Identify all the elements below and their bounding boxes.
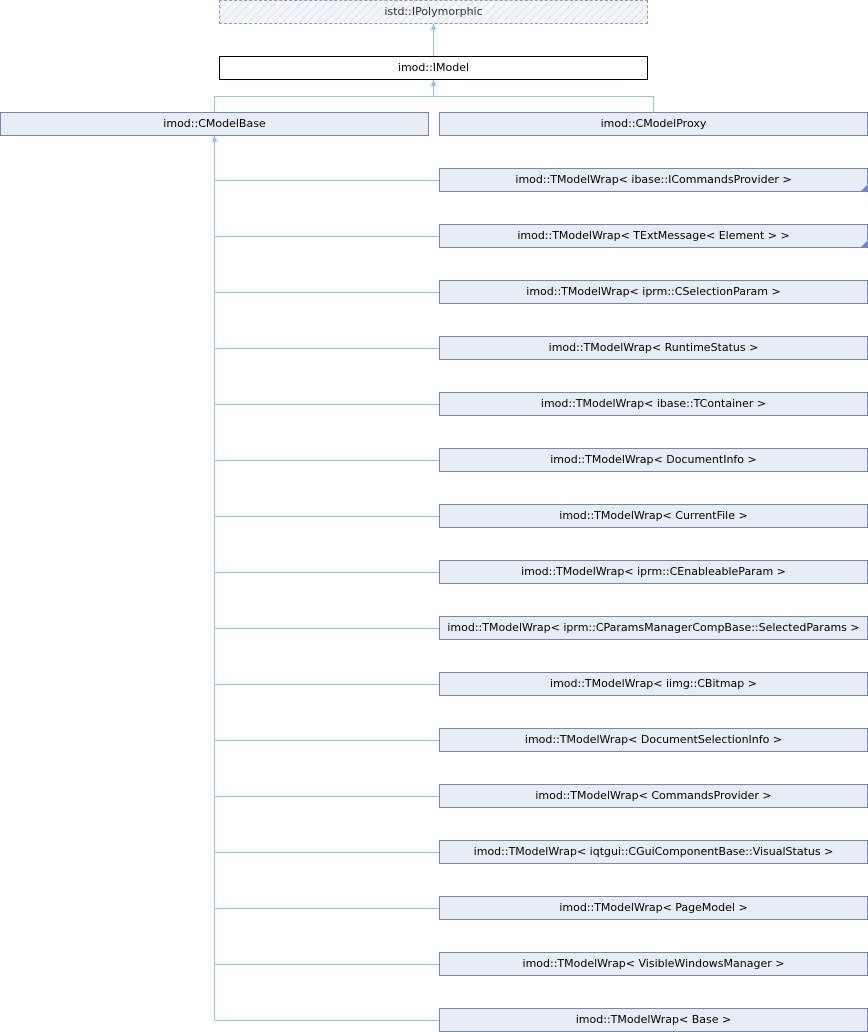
node-tmodelwrap-child[interactable]: imod::TModelWrap< PageModel > bbox=[439, 896, 868, 920]
node-tmodelwrap-child[interactable]: imod::TModelWrap< CommandsProvider > bbox=[439, 784, 868, 808]
node-label: imod::TModelWrap< VisibleWindowsManager … bbox=[522, 957, 785, 970]
node-istd-ipolymorphic[interactable]: istd::IPolymorphic bbox=[219, 0, 648, 24]
more-icon bbox=[861, 241, 867, 247]
node-tmodelwrap-child[interactable]: imod::TModelWrap< iprm::CEnableableParam… bbox=[439, 560, 868, 584]
node-label: imod::TModelWrap< CurrentFile > bbox=[559, 509, 748, 522]
node-tmodelwrap-child[interactable]: imod::TModelWrap< ibase::TContainer > bbox=[439, 392, 868, 416]
node-imod-imodel: imod::IModel bbox=[219, 56, 648, 80]
node-tmodelwrap-child[interactable]: imod::TModelWrap< DocumentInfo > bbox=[439, 448, 868, 472]
node-label: imod::TModelWrap< ibase::ICommandsProvid… bbox=[515, 173, 792, 186]
node-label: imod::TModelWrap< TExtMessage< Element >… bbox=[517, 229, 790, 242]
node-tmodelwrap-child[interactable]: imod::TModelWrap< iimg::CBitmap > bbox=[439, 672, 868, 696]
node-imod-cmodelproxy[interactable]: imod::CModelProxy bbox=[439, 112, 868, 136]
node-tmodelwrap-child[interactable]: imod::TModelWrap< iprm::CParamsManagerCo… bbox=[439, 616, 868, 640]
node-label: imod::TModelWrap< DocumentInfo > bbox=[550, 453, 757, 466]
node-tmodelwrap-child[interactable]: imod::TModelWrap< CurrentFile > bbox=[439, 504, 868, 528]
node-tmodelwrap-child[interactable]: imod::TModelWrap< DocumentSelectionInfo … bbox=[439, 728, 868, 752]
node-label: imod::TModelWrap< iimg::CBitmap > bbox=[550, 677, 757, 690]
node-tmodelwrap-child[interactable]: imod::TModelWrap< ibase::ICommandsProvid… bbox=[439, 168, 868, 192]
node-label: imod::TModelWrap< iprm::CSelectionParam … bbox=[526, 285, 781, 298]
node-tmodelwrap-child[interactable]: imod::TModelWrap< iqtgui::CGuiComponentB… bbox=[439, 840, 868, 864]
node-label: imod::TModelWrap< iprm::CParamsManagerCo… bbox=[447, 621, 860, 634]
node-label: imod::TModelWrap< CommandsProvider > bbox=[535, 789, 772, 802]
node-tmodelwrap-child[interactable]: imod::TModelWrap< VisibleWindowsManager … bbox=[439, 952, 868, 976]
arrow-icon bbox=[430, 24, 437, 30]
node-label: imod::TModelWrap< RuntimeStatus > bbox=[548, 341, 759, 354]
node-tmodelwrap-child[interactable]: imod::TModelWrap< TExtMessage< Element >… bbox=[439, 224, 868, 248]
node-label: imod::TModelWrap< iqtgui::CGuiComponentB… bbox=[473, 845, 834, 858]
node-imod-cmodelbase[interactable]: imod::CModelBase bbox=[0, 112, 429, 136]
node-label: imod::TModelWrap< Base > bbox=[575, 1013, 732, 1026]
more-icon bbox=[861, 185, 867, 191]
edge-impl-bar bbox=[214, 96, 654, 112]
arrow-icon bbox=[211, 136, 218, 142]
node-tmodelwrap-child[interactable]: imod::TModelWrap< Base > bbox=[439, 1008, 868, 1032]
arrow-icon bbox=[430, 80, 437, 86]
node-label: imod::TModelWrap< ibase::TContainer > bbox=[540, 397, 767, 410]
node-tmodelwrap-child[interactable]: imod::TModelWrap< iprm::CSelectionParam … bbox=[439, 280, 868, 304]
node-tmodelwrap-child[interactable]: imod::TModelWrap< RuntimeStatus > bbox=[439, 336, 868, 360]
node-label: imod::TModelWrap< DocumentSelectionInfo … bbox=[524, 733, 783, 746]
node-label: imod::TModelWrap< PageModel > bbox=[559, 901, 748, 914]
node-label: imod::TModelWrap< iprm::CEnableableParam… bbox=[521, 565, 786, 578]
